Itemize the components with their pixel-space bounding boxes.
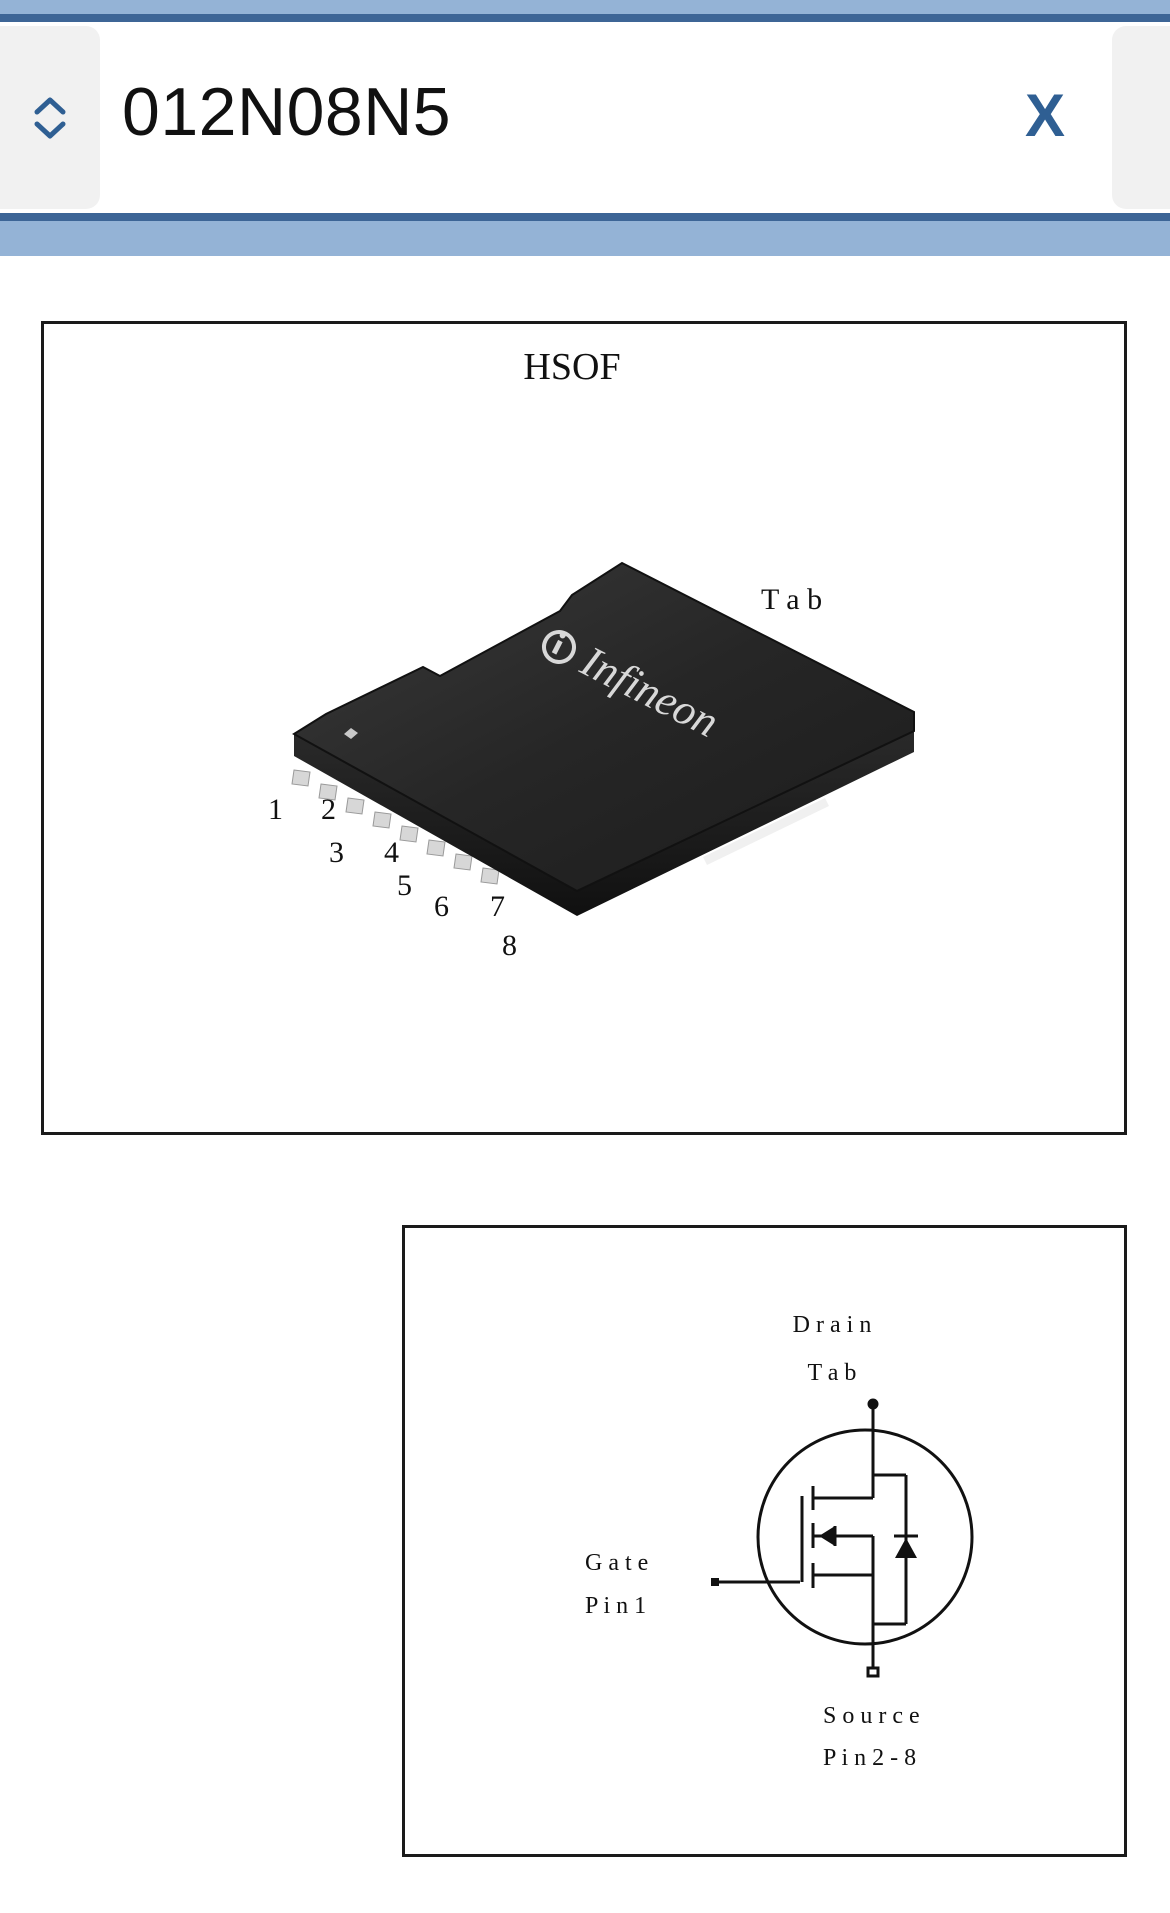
gate-pin-label: P i n 1 bbox=[585, 1593, 646, 1619]
pin-label-6: 6 bbox=[434, 890, 449, 923]
pin-label-8: 8 bbox=[502, 929, 517, 962]
chevron-up-down-icon bbox=[34, 97, 66, 138]
package-leads bbox=[291, 769, 500, 885]
mosfet-symbol-drawing: D r a i n T a b G a t e P i n 1 S o u r … bbox=[585, 1312, 974, 1771]
package-drawing: HSOF Infineon T a b bbox=[268, 346, 915, 962]
gate-label: G a t e bbox=[585, 1550, 648, 1576]
search-bar: 012N08N5 X bbox=[0, 0, 1170, 256]
pin-label-1: 1 bbox=[268, 793, 283, 826]
pin-label-5: 5 bbox=[397, 869, 412, 902]
search-bar-bottom-border bbox=[0, 213, 1170, 221]
sort-stepper-button[interactable] bbox=[0, 26, 100, 209]
drain-tab-label: T a b bbox=[808, 1360, 857, 1386]
side-panel-stub bbox=[1112, 26, 1170, 209]
package-body bbox=[292, 561, 915, 893]
pin-label-3: 3 bbox=[329, 836, 344, 869]
pin-label-7: 7 bbox=[490, 890, 505, 923]
channel-arrow-icon bbox=[819, 1526, 835, 1546]
pin1-marker bbox=[344, 728, 358, 739]
pin-label-2: 2 bbox=[321, 793, 336, 826]
source-pin-label: P i n 2 - 8 bbox=[823, 1745, 916, 1771]
search-field[interactable] bbox=[0, 22, 1170, 213]
mosfet-symbol-icon bbox=[711, 1398, 974, 1678]
body-diode-icon bbox=[895, 1538, 917, 1558]
package-tab-stripe bbox=[703, 798, 829, 865]
drain-label: D r a i n bbox=[793, 1312, 872, 1338]
pin-labels: 1 2 3 4 5 6 7 8 bbox=[268, 793, 517, 962]
package-title: HSOF bbox=[523, 346, 620, 388]
package-figure: HSOF Infineon T a b bbox=[41, 321, 1127, 1135]
source-label: S o u r c e bbox=[823, 1703, 920, 1729]
pin-label-4: 4 bbox=[384, 836, 399, 869]
mosfet-symbol-figure: D r a i n T a b G a t e P i n 1 S o u r … bbox=[402, 1225, 1127, 1857]
search-bar-top-border bbox=[0, 14, 1170, 22]
search-input[interactable]: 012N08N5 bbox=[122, 74, 452, 150]
tab-label: T a b bbox=[761, 583, 822, 616]
clear-search-button[interactable]: X bbox=[1024, 81, 1066, 149]
